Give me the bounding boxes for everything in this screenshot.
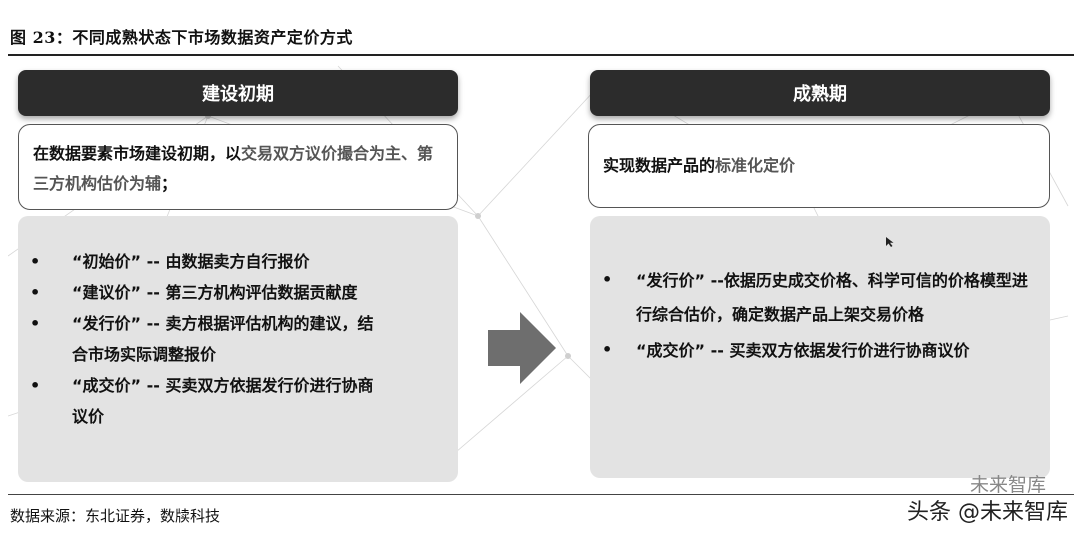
- mature-stage-pricing-list: • “发行价” --依据历史成交价格、科学可信的价格模型进行综合估价，确定数据产品…: [590, 216, 1050, 478]
- header-mature-stage: 成熟期: [590, 70, 1050, 116]
- list-item-text: “建议价” -- 第三方机构评估数据贡献度: [72, 283, 358, 302]
- list-item: • “建议价” -- 第三方机构评估数据贡献度: [28, 277, 448, 308]
- bullet-icon: •: [30, 283, 41, 302]
- desc-left-pre: 在数据要素市场建设初期，以: [33, 144, 242, 163]
- desc-right-pre: 实现数据产品的: [603, 156, 716, 175]
- desc-left-post: ；: [161, 174, 178, 193]
- source-note: 数据来源：东北证券，数牍科技: [10, 507, 221, 525]
- top-rule: [8, 54, 1074, 56]
- list-item: • “初始价” -- 由数据卖方自行报价: [28, 246, 448, 277]
- list-item-text: “成交价” -- 买卖双方依据发行价进行协商议价: [636, 341, 970, 360]
- figure-title: 图 23：不同成熟状态下市场数据资产定价方式: [10, 28, 353, 47]
- list-item-continuation: 议价: [72, 407, 105, 426]
- bullet-icon: •: [602, 270, 613, 289]
- bullet-icon: •: [30, 252, 41, 271]
- desc-left-highlight: 交易双方议价撮合为主、第三方机构估价为辅: [33, 144, 434, 193]
- header-mature-stage-label: 成熟期: [793, 84, 847, 105]
- watermark-top: 未来智库: [969, 474, 1046, 496]
- bottom-rule: [8, 494, 1074, 495]
- list-item: • “成交价” -- 买卖双方依据发行价进行协商议价: [600, 334, 1040, 368]
- list-item-text: “成交价” -- 买卖双方依据发行价进行协商: [72, 376, 374, 395]
- bullet-icon: •: [602, 340, 613, 359]
- header-initial-stage: 建设初期: [18, 70, 458, 116]
- initial-stage-description: 在数据要素市场建设初期，以交易双方议价撮合为主、第三方机构估价为辅；: [18, 124, 458, 210]
- list-item-text: “初始价” -- 由数据卖方自行报价: [72, 252, 310, 271]
- right-arrow-icon: [488, 312, 556, 384]
- mature-stage-description: 实现数据产品的标准化定价: [588, 124, 1050, 208]
- desc-right-highlight: 标准化定价: [715, 156, 796, 175]
- list-item: • “成交价” -- 买卖双方依据发行价进行协商: [28, 370, 448, 401]
- bullet-icon: •: [30, 376, 41, 395]
- list-item: • “发行价” -- 卖方根据评估机构的建议，结: [28, 308, 448, 339]
- list-item-text: “发行价” --依据历史成交价格、科学可信的价格模型进行综合估价，确定数据产品上…: [636, 271, 1028, 324]
- watermark-bottom: 头条 @未来智库: [907, 500, 1068, 525]
- list-item-continuation: 合市场实际调整报价: [72, 345, 217, 364]
- initial-stage-pricing-list: • “初始价” -- 由数据卖方自行报价 • “建议价” -- 第三方机构评估数据贡…: [18, 216, 458, 482]
- list-item: • “发行价” --依据历史成交价格、科学可信的价格模型进行综合估价，确定数据产品…: [600, 264, 1040, 332]
- bullet-icon: •: [30, 314, 41, 333]
- list-item-text: “发行价” -- 卖方根据评估机构的建议，结: [72, 314, 374, 333]
- header-initial-stage-label: 建设初期: [202, 84, 274, 105]
- mouse-pointer-icon: [886, 237, 894, 247]
